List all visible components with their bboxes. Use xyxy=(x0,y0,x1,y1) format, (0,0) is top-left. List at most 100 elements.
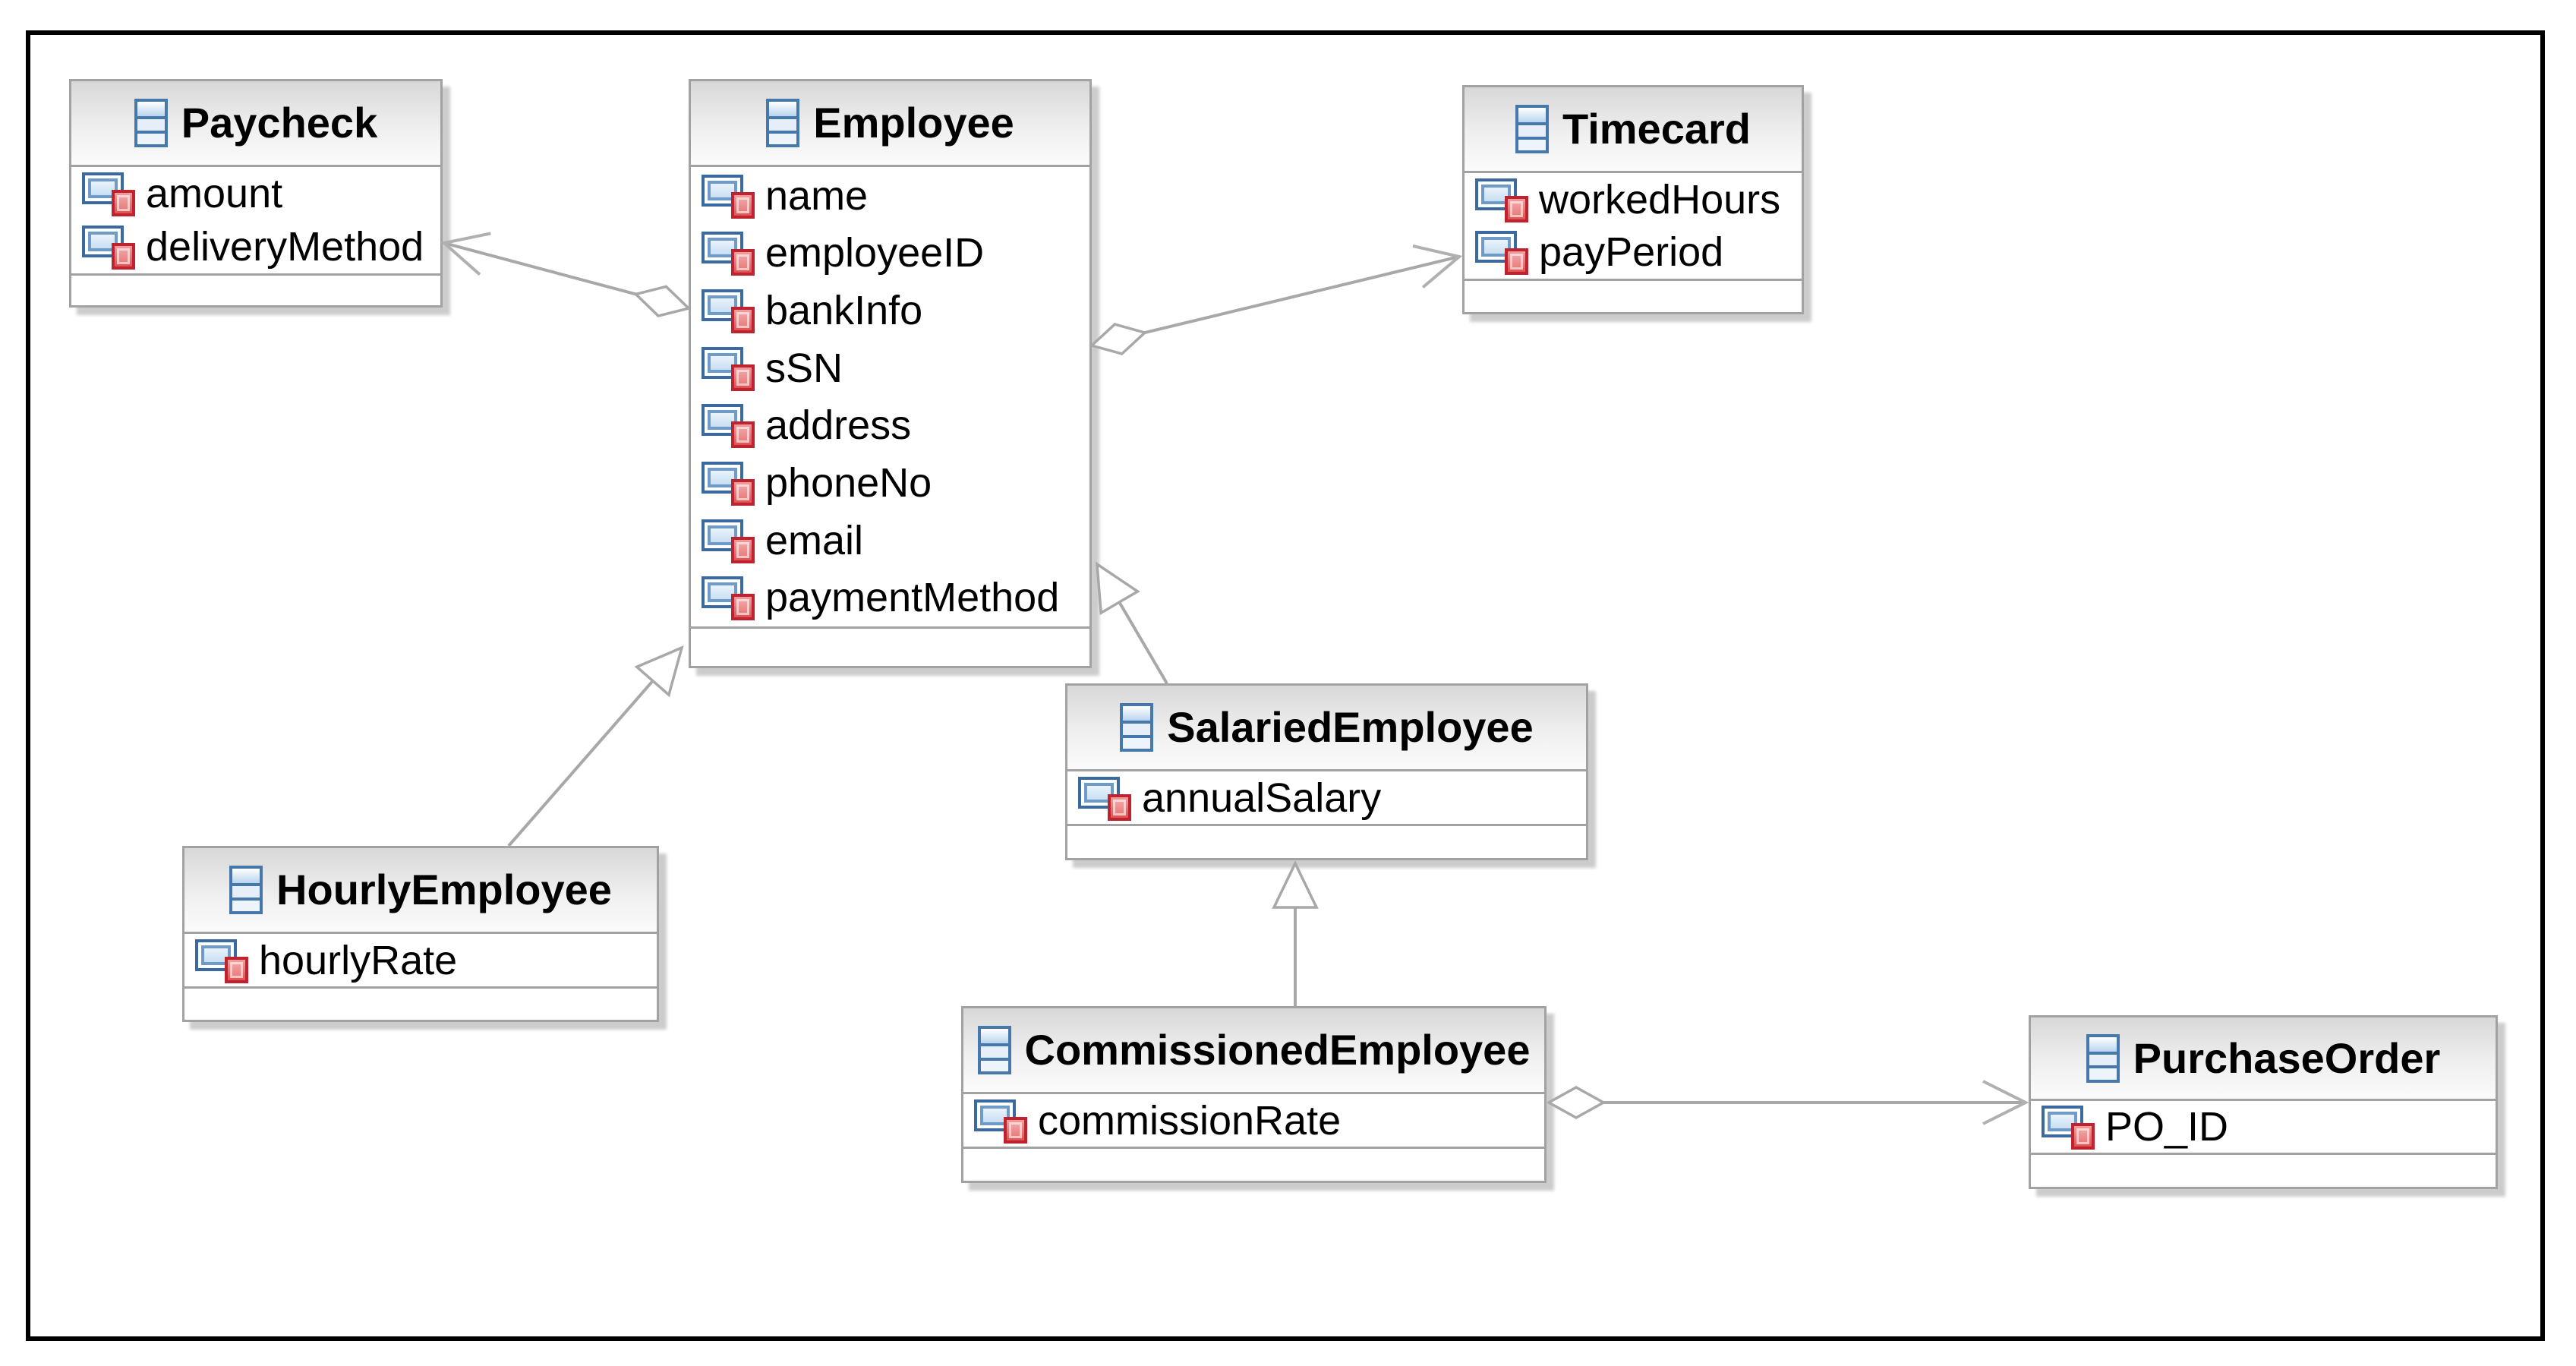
attribute-row-amount[interactable]: amount xyxy=(82,167,440,220)
attribute-icon xyxy=(702,345,755,391)
attribute-label: hourlyRate xyxy=(259,937,458,983)
attribute-icon-red-square xyxy=(731,307,755,334)
class-name: PurchaseOrder xyxy=(2133,1033,2441,1082)
attribute-icon-red-square xyxy=(731,536,755,563)
attribute-row-email[interactable]: email xyxy=(702,512,1089,569)
attribute-row-annualSalary[interactable]: annualSalary xyxy=(1078,771,1586,824)
attribute-compartment: hourlyRate xyxy=(184,934,657,989)
attribute-icon-red-square xyxy=(112,190,135,216)
attribute-row-commissionRate[interactable]: commissionRate xyxy=(974,1094,1544,1147)
relation-generalization-salaried-employee-employee[interactable] xyxy=(1095,561,1168,685)
attribute-compartment: annualSalary xyxy=(1067,771,1586,826)
class-icon-band xyxy=(137,102,165,117)
attribute-icon-red-square xyxy=(1505,195,1528,222)
attribute-icon-red-inner xyxy=(117,248,130,264)
attribute-icon-blue-rect xyxy=(702,519,743,551)
attribute-row-payPeriod[interactable]: payPeriod xyxy=(1475,226,1802,279)
class-icon-band xyxy=(232,883,260,898)
attribute-icon-red-square xyxy=(1004,1116,1027,1144)
class-icon xyxy=(2086,1033,2120,1083)
class-title-employee[interactable]: Employee xyxy=(691,81,1089,167)
class-name: Employee xyxy=(813,99,1014,147)
class-icon-band xyxy=(980,1043,1008,1058)
attribute-row-name[interactable]: name xyxy=(702,167,1089,225)
operations-compartment-empty xyxy=(1067,826,1586,858)
attribute-icon-blue-rect xyxy=(1475,231,1517,263)
class-icon-band xyxy=(1518,122,1546,137)
class-icon-band xyxy=(2089,1036,2117,1052)
class-icon-band xyxy=(769,130,797,145)
attribute-icon xyxy=(1078,775,1131,821)
class-icon-band xyxy=(137,116,165,131)
class-title-timecard[interactable]: Timecard xyxy=(1465,87,1802,173)
relation-generalization-hourly-employee-employee[interactable] xyxy=(507,645,684,847)
attribute-row-bankInfo[interactable]: bankInfo xyxy=(702,282,1089,339)
attribute-row-PO_ID[interactable]: PO_ID xyxy=(2042,1101,2496,1153)
attribute-icon xyxy=(702,288,755,334)
attribute-label: amount xyxy=(146,171,283,216)
attribute-icon-red-inner xyxy=(1113,799,1126,815)
attribute-icon xyxy=(2042,1104,2095,1150)
attribute-row-phoneNo[interactable]: phoneNo xyxy=(702,454,1089,512)
attribute-row-workedHours[interactable]: workedHours xyxy=(1475,173,1802,226)
attribute-icon xyxy=(702,518,755,563)
operations-compartment-empty xyxy=(184,989,657,1020)
operations-compartment-empty xyxy=(963,1149,1544,1181)
class-icon-band xyxy=(1518,108,1546,123)
attribute-row-hourlyRate[interactable]: hourlyRate xyxy=(195,934,657,986)
attribute-icon xyxy=(702,230,755,276)
class-title-salaried-employee[interactable]: SalariedEmployee xyxy=(1067,686,1586,771)
attribute-icon-red-inner xyxy=(736,254,749,271)
attribute-icon xyxy=(1475,177,1528,222)
attribute-icon-red-inner xyxy=(736,197,749,213)
attribute-icon xyxy=(702,402,755,449)
attribute-icon-red-square xyxy=(1108,793,1131,821)
attribute-icon-blue-inner xyxy=(1481,237,1511,257)
class-icon-band xyxy=(232,897,260,912)
attribute-icon xyxy=(702,575,755,621)
attribute-row-address[interactable]: address xyxy=(702,397,1089,455)
class-title-paycheck[interactable]: Paycheck xyxy=(71,81,440,167)
attribute-icon-red-square xyxy=(731,249,755,276)
attribute-label: payPeriod xyxy=(1539,229,1724,276)
operations-compartment-empty xyxy=(691,629,1089,666)
attribute-icon-red-inner xyxy=(736,484,749,500)
class-icon xyxy=(766,99,800,147)
attribute-icon-blue-rect xyxy=(1475,178,1517,210)
attribute-icon-red-inner xyxy=(736,312,749,329)
class-title-commissioned-employee[interactable]: CommissionedEmployee xyxy=(963,1008,1544,1094)
attribute-icon-red-square xyxy=(112,243,135,270)
attribute-label: employeeID xyxy=(765,230,985,276)
attribute-icon-blue-rect xyxy=(195,939,237,971)
attribute-label: email xyxy=(765,517,864,563)
class-name: Paycheck xyxy=(181,99,378,147)
relation-aggregation-employee-timecard[interactable] xyxy=(1092,257,1459,345)
attribute-compartment: PO_ID xyxy=(2031,1101,2496,1155)
attribute-icon-red-inner xyxy=(117,195,130,211)
attribute-row-sSN[interactable]: sSN xyxy=(702,339,1089,397)
attribute-icon-blue-inner xyxy=(708,180,737,200)
class-icon-band xyxy=(1123,734,1151,749)
attribute-label: annualSalary xyxy=(1142,774,1382,821)
class-title-hourly-employee[interactable]: HourlyEmployee xyxy=(184,848,657,934)
class-icon-band xyxy=(980,1029,1008,1044)
attribute-icon-red-inner xyxy=(1510,200,1523,217)
class-icon-band xyxy=(2089,1051,2117,1066)
class-icon xyxy=(1120,703,1154,752)
attribute-icon-red-square xyxy=(2071,1123,2095,1150)
class-title-purchase-order[interactable]: PurchaseOrder xyxy=(2031,1017,2496,1101)
class-icon-band xyxy=(1123,721,1151,735)
relation-aggregation-employee-paycheck[interactable] xyxy=(444,243,689,308)
attribute-row-employeeID[interactable]: employeeID xyxy=(702,225,1089,282)
attribute-row-paymentMethod[interactable]: paymentMethod xyxy=(702,569,1089,626)
class-name: Timecard xyxy=(1562,105,1751,153)
attribute-row-deliveryMethod[interactable]: deliveryMethod xyxy=(82,220,440,273)
